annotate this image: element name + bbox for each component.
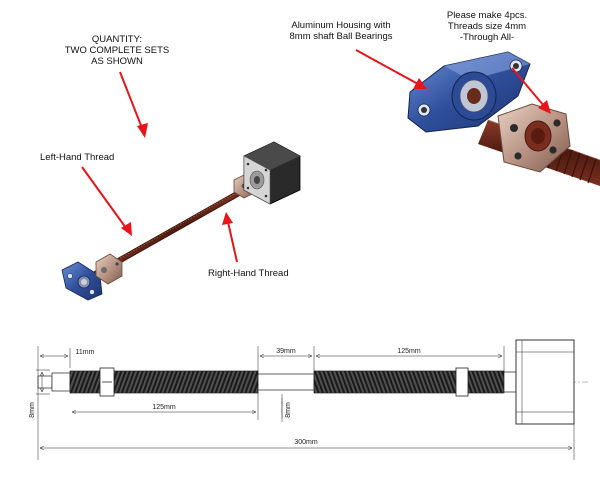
left-nut — [95, 253, 123, 285]
dim-11mm: 11mm — [76, 349, 95, 356]
aluminum-housing — [407, 51, 531, 133]
motor-profile — [515, 339, 575, 425]
arrow-head — [413, 78, 427, 89]
left-housing — [61, 261, 103, 301]
assembly-illustration — [61, 141, 301, 301]
dim-125mm-right: 125mm — [397, 348, 421, 355]
technical-drawing: 11mm 39mm 125mm 125mm 300mm 8mm 8mm — [29, 339, 588, 460]
note-quantity-line: TWO COMPLETE SETS — [64, 45, 170, 56]
arrow-left-thread — [81, 166, 127, 229]
note-housing-line: 8mm shaft Ball Bearings — [289, 31, 393, 42]
right-thread-section — [313, 370, 505, 394]
middle-shaft — [257, 373, 315, 391]
flange-nut — [497, 103, 571, 173]
note-quantity: QUANTITY: TWO COMPLETE SETS AS SHOWN — [62, 34, 172, 67]
dimension-lines — [39, 353, 573, 451]
note-make-line: Threads size 4mm — [447, 21, 527, 32]
stepper-motor — [243, 141, 301, 205]
arrow-make — [511, 67, 545, 107]
note-make-line: -Through All- — [459, 32, 515, 43]
arrow-housing — [355, 49, 419, 85]
note-quantity-line: AS SHOWN — [91, 56, 143, 67]
dim-125mm-left: 125mm — [152, 404, 176, 411]
arrow-head — [538, 100, 551, 114]
shaft-step — [51, 372, 71, 392]
dim-300mm: 300mm — [294, 439, 318, 446]
dim-8mm-mid: 8mm — [285, 402, 292, 418]
dim-39mm: 39mm — [276, 348, 296, 355]
note-quantity-line: QUANTITY: — [91, 34, 143, 45]
thread-hole — [553, 119, 561, 127]
note-housing-line: Aluminum Housing with — [291, 20, 391, 31]
note-please-make: Please make 4pcs. Threads size 4mm -Thro… — [432, 10, 542, 43]
housing-closeup — [407, 51, 600, 186]
arrow-quantity — [119, 71, 143, 129]
note-aluminum-housing: Aluminum Housing with 8mm shaft Ball Bea… — [276, 20, 406, 42]
arrow-right-thread — [227, 221, 238, 263]
left-thread-section — [69, 370, 259, 394]
note-right-hand-thread: Right-Hand Thread — [208, 268, 289, 279]
shaft-end — [37, 375, 53, 389]
motor-shaft — [503, 371, 517, 393]
arrow-head — [137, 123, 148, 138]
callout-arrows — [81, 49, 551, 263]
arrow-head — [222, 212, 233, 225]
thread-hole — [514, 152, 522, 160]
thread-hole — [549, 146, 557, 154]
note-left-hand-thread: Left-Hand Thread — [40, 152, 115, 163]
dim-8mm-left: 8mm — [29, 402, 36, 418]
thread-hole — [510, 124, 518, 132]
arrow-head — [121, 222, 132, 236]
right-nut-profile — [455, 367, 469, 397]
note-make-line: Please make 4pcs. — [446, 10, 528, 21]
lead-screw-rod — [89, 177, 265, 279]
